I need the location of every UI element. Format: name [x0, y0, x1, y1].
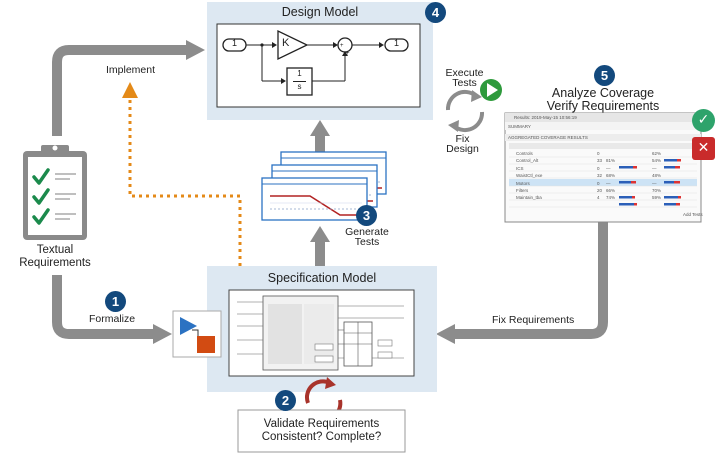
results-row-name: Motors — [516, 180, 530, 186]
results-summary-header: SUMMARY — [508, 124, 531, 129]
results-add-tests-link[interactable]: Add Tests — [683, 212, 703, 217]
x-icon: ✕ — [692, 137, 715, 160]
generate-tests-label-line2: Tests — [354, 236, 380, 248]
results-row-val2: — — [606, 180, 611, 186]
step-badge-3: 3 — [356, 205, 377, 226]
analyze-coverage-label-line2: Verify Requirements — [546, 99, 660, 113]
step-badge-2: 2 — [275, 390, 296, 411]
results-row-name: Control_Alt — [516, 158, 539, 164]
integrator-top-label: 1 — [297, 69, 302, 78]
results-row-val1: 33 — [597, 158, 603, 164]
results-row-name: Controls — [516, 151, 533, 156]
results-row-val1: 32 — [597, 173, 603, 179]
results-row-val1: 0 — [597, 165, 600, 171]
design-model-diagram: + + — [216, 23, 421, 108]
results-row-name: WaistCtl_exe — [516, 173, 543, 179]
results-row-pct: — — [652, 165, 657, 171]
coverage-results-panel — [504, 112, 702, 223]
results-aggregated-header: AGGREGATED COVERAGE RESULTS — [508, 135, 588, 140]
analyze-coverage-label-line1: Analyze Coverage — [551, 86, 655, 100]
results-row-pct: 70% — [652, 188, 662, 193]
results-row-pct: — — [652, 180, 657, 186]
design-model-title: Design Model — [281, 5, 359, 19]
validate-label-line2: Consistent? Complete? — [261, 431, 382, 443]
outport-label: 1 — [393, 38, 399, 48]
results-title: Results: 2019-May-15 10:56:19 — [514, 115, 577, 120]
specification-model-title: Specification Model — [267, 271, 377, 285]
implement-arrow — [52, 40, 205, 136]
results-row-pct: 62% — [652, 151, 662, 156]
step-badge-5: 5 — [594, 65, 615, 86]
specification-model-diagram — [228, 289, 415, 377]
svg-text:+: + — [340, 43, 344, 49]
results-row-pct: 48% — [652, 173, 662, 179]
implement-label: Implement — [106, 64, 156, 76]
results-row-name: Maintain_tba — [516, 195, 542, 201]
gain-label: K — [282, 37, 290, 49]
results-row-val1: 0 — [597, 180, 600, 186]
validate-label-box — [237, 409, 406, 453]
requirements-block-icon — [172, 310, 222, 358]
test-cases-stack — [261, 151, 387, 221]
results-row-val2: 74% — [606, 195, 616, 201]
results-row-val1: 4 — [597, 195, 600, 201]
play-icon — [480, 79, 502, 101]
integrator-bottom-label: s — [297, 82, 302, 91]
results-row-val1: 0 — [597, 151, 600, 156]
checkmark-icon: ✓ — [692, 109, 715, 132]
integrator-block — [286, 67, 313, 96]
gain-block — [277, 29, 309, 61]
execute-tests-label-line1: Execute — [445, 67, 484, 79]
results-row-name: Filters — [516, 188, 529, 193]
coverage-bars — [619, 159, 681, 206]
check-icon — [32, 168, 50, 225]
results-row-name: ICS — [516, 165, 524, 171]
execute-tests-label-line2: Tests — [452, 77, 477, 89]
results-row-pct: 59% — [652, 195, 662, 201]
results-row-val2: 68% — [606, 173, 616, 179]
fix-design-label-line1: Fix — [455, 133, 470, 145]
formalize-arrow — [52, 275, 172, 344]
fix-requirements-arrow — [436, 222, 608, 344]
svg-text:+: + — [346, 51, 350, 57]
outport-block — [384, 38, 409, 52]
generate-tests-label-line1: Generate — [345, 226, 389, 238]
step-badge-4: 4 — [425, 2, 446, 23]
fix-requirements-label: Fix Requirements — [492, 314, 575, 326]
generate-tests-arrow — [310, 226, 330, 266]
results-row-val2: 66% — [606, 188, 616, 193]
fix-design-label-line2: Design — [446, 143, 479, 155]
dotted-feedback-arrow — [122, 82, 242, 266]
clipboard-icon — [23, 145, 87, 240]
results-row-val1: 20 — [597, 188, 603, 193]
results-row-val2: 81% — [606, 158, 616, 164]
requirements-label-line2: Requirements — [19, 257, 91, 269]
formalize-label: Formalize — [89, 313, 136, 325]
results-row-val2: — — [606, 165, 611, 171]
inport-label: 1 — [231, 38, 237, 48]
step-badge-1: 1 — [105, 291, 126, 312]
validate-label-line1: Validate Requirements — [263, 418, 380, 430]
refresh-icon — [445, 89, 485, 133]
requirements-label-line1: Textual — [36, 244, 74, 256]
results-row-pct: 54% — [652, 158, 662, 164]
